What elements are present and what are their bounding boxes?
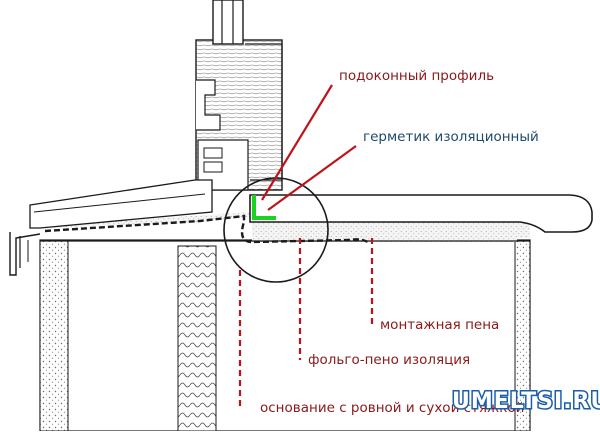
sealant-mark <box>252 195 276 220</box>
window-frame <box>195 0 283 191</box>
foil-foam-insulation <box>44 214 369 244</box>
exterior-drip-sill <box>9 179 213 276</box>
leader-sealant <box>267 145 357 211</box>
label-sill-profile: подоконный профиль <box>339 68 494 84</box>
interior-windowsill-board <box>249 194 593 233</box>
label-base: основание с ровной и сухой стяжкой <box>260 400 524 416</box>
mounting-foam-layer <box>40 212 530 242</box>
leader-sill-profile <box>261 84 333 201</box>
leader-lines <box>238 84 374 408</box>
label-sealant: герметик изоляционный <box>363 129 539 145</box>
watermark: UMELTSI.RU <box>451 388 600 416</box>
watermark-text: UMELTSI.RU <box>452 389 600 414</box>
label-foil-insulation: фольго-пено изоляция <box>308 352 470 368</box>
wall-base <box>39 239 531 432</box>
label-foam: монтажная пена <box>380 317 499 333</box>
